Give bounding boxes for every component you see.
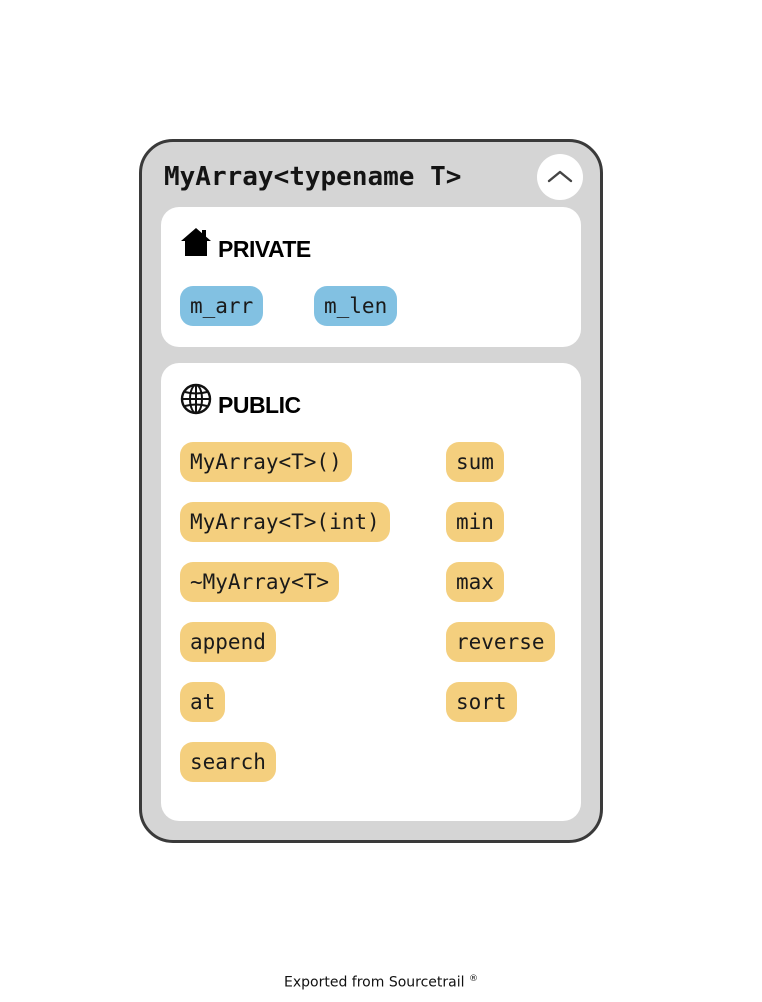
method-max[interactable]: max xyxy=(446,562,504,602)
method-constructor[interactable]: MyArray<T>() xyxy=(180,442,352,482)
public-label: PUBLIC xyxy=(218,392,301,418)
method-at[interactable]: at xyxy=(180,682,226,722)
method-destructor[interactable]: ~MyArray<T> xyxy=(180,562,340,602)
method-sort[interactable]: sort xyxy=(446,682,517,722)
field-m-len[interactable]: m_len xyxy=(314,286,398,326)
globe-icon xyxy=(180,383,212,415)
method-append[interactable]: append xyxy=(180,622,276,662)
method-reverse[interactable]: reverse xyxy=(446,622,555,662)
method-min[interactable]: min xyxy=(446,502,504,542)
export-footer: Exported from Sourcetrail ® xyxy=(0,974,762,991)
footer-text: Exported from Sourcetrail xyxy=(284,974,465,991)
house-icon xyxy=(181,228,211,256)
method-sum[interactable]: sum xyxy=(446,442,504,482)
private-label: PRIVATE xyxy=(218,236,311,262)
public-section: PUBLIC MyArray<T>() MyArray<T>(int) ~MyA… xyxy=(161,363,581,821)
registered-mark: ® xyxy=(468,974,478,984)
field-m-arr[interactable]: m_arr xyxy=(180,286,264,326)
method-constructor-int[interactable]: MyArray<T>(int) xyxy=(180,502,390,542)
chevron-up-icon xyxy=(547,170,573,183)
collapse-button[interactable] xyxy=(537,154,583,200)
private-section: PRIVATE m_arr m_len xyxy=(161,207,581,347)
class-title: MyArray<typename T> xyxy=(164,162,462,192)
class-node[interactable]: MyArray<typename T> PRIVATE m_arr m_len xyxy=(139,139,603,843)
method-search[interactable]: search xyxy=(180,742,276,782)
